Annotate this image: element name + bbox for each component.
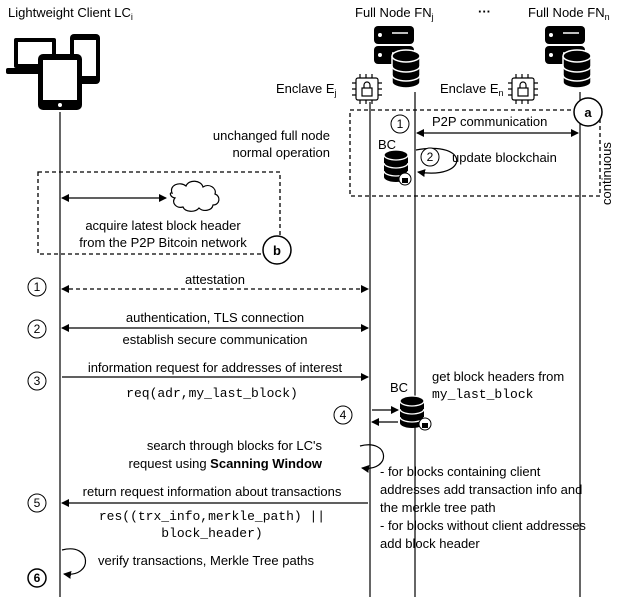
note-line3: the merkle tree path — [380, 500, 496, 515]
res-code-line2: block_header) — [161, 526, 262, 541]
search-loop-arrow — [359, 444, 385, 473]
note-line2: addresses add transaction info and — [380, 482, 582, 497]
step-6-marker — [27, 568, 47, 588]
secure-communication-label: establish secure communication — [123, 332, 308, 347]
step-4-marker — [333, 405, 353, 425]
enclave-n-label: Enclave En — [440, 81, 504, 98]
step-a1-number: 1 — [397, 117, 404, 131]
search-line1: search through blocks for LC's — [147, 438, 323, 453]
enclave-j-label: Enclave Ej — [276, 81, 337, 98]
return-info-label: return request information about transac… — [83, 484, 342, 499]
lc-title: Lightweight Client LCi — [8, 5, 133, 22]
search-line2: request using Scanning Window — [129, 456, 323, 471]
step-3-number: 3 — [34, 374, 41, 388]
acquire-header-line1: acquire latest block header — [85, 218, 241, 233]
bc-label-top: BC — [378, 137, 396, 152]
step-5-number: 5 — [34, 496, 41, 510]
full-node-j-server-icon — [374, 26, 421, 89]
note-line5: add block header — [380, 536, 480, 551]
note-line4: - for blocks without client addresses — [380, 518, 586, 533]
step-5-marker — [27, 493, 47, 513]
verify-loop-arrow — [61, 548, 87, 579]
fnj-title: Full Node FNj — [355, 5, 434, 22]
network-cloud-icon — [169, 180, 220, 212]
step-a2-number: 2 — [427, 150, 434, 164]
step-1-number: 1 — [34, 280, 41, 294]
badge-b — [262, 235, 292, 265]
update-blockchain-label: update blockchain — [452, 150, 557, 165]
full-node-n-server-icon — [545, 26, 592, 89]
devices-icon — [6, 34, 100, 110]
info-request-label: information request for addresses of int… — [88, 360, 343, 375]
authentication-label: authentication, TLS connection — [126, 310, 304, 325]
blockchain-db-icon-top — [383, 149, 412, 186]
step-1-marker — [27, 277, 47, 297]
acquire-header-box — [37, 171, 281, 255]
badge-a — [573, 97, 603, 127]
enclave-n-chip-icon — [508, 74, 538, 104]
verify-label: verify transactions, Merkle Tree paths — [98, 553, 315, 568]
get-headers-label: get block headers from — [432, 369, 564, 384]
step-2-marker — [27, 319, 47, 339]
res-code-line1: res((trx_info,merkle_path) || — [99, 509, 325, 524]
badge-a-label: a — [584, 105, 592, 120]
normal-op-line1: unchanged full node — [213, 128, 330, 143]
badge-b-label: b — [273, 243, 281, 258]
ellipsis-dots: ··· — [478, 4, 491, 19]
step-6-number: 6 — [34, 571, 41, 585]
continuous-side-label: continuous — [599, 142, 614, 205]
note-line1: - for blocks containing client — [380, 464, 541, 479]
normal-op-line2: normal operation — [232, 145, 330, 160]
req-code-label: req(adr,my_last_block) — [126, 386, 298, 401]
step-a1-marker — [390, 114, 410, 134]
fnn-title: Full Node FNn — [528, 5, 610, 22]
enclave-j-chip-icon — [352, 74, 382, 104]
bc-label-bottom: BC — [390, 380, 408, 395]
blockchain-db-icon-bottom — [399, 395, 432, 431]
acquire-header-line2: from the P2P Bitcoin network — [79, 235, 247, 250]
step-4-number: 4 — [340, 408, 347, 422]
step-3-marker — [27, 371, 47, 391]
p2p-communication-label: P2P communication — [432, 114, 547, 129]
get-headers-code: my_last_block — [432, 387, 534, 402]
step-a2-marker — [420, 147, 440, 167]
step-2-number: 2 — [34, 322, 41, 336]
attestation-label: attestation — [185, 272, 245, 287]
